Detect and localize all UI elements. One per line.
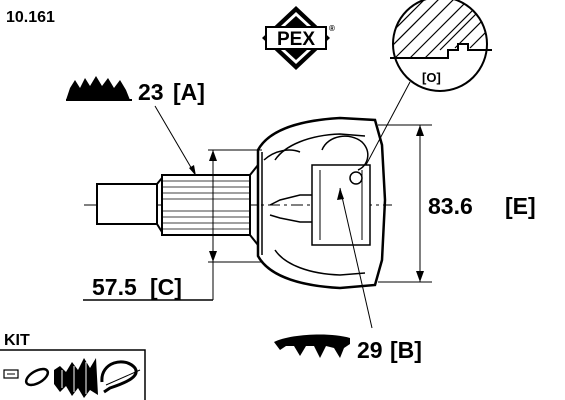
kit-box: KIT xyxy=(0,332,146,400)
dimension-b-value: 29 xyxy=(357,337,383,363)
clamp-icon xyxy=(3,369,19,379)
kit-label: KIT xyxy=(4,332,30,349)
dimension-c-line xyxy=(83,149,262,301)
dimension-c-value: 57.5 xyxy=(92,274,137,300)
dimension-c-letter: [C] xyxy=(150,274,182,300)
dimension-e-letter: [E] xyxy=(505,193,536,219)
outer-spline-teeth-icon xyxy=(66,76,132,101)
dimension-a-letter: [A] xyxy=(173,79,205,105)
ring-icon xyxy=(24,367,50,387)
boot-icon xyxy=(54,358,98,398)
stub-shaft xyxy=(96,162,259,248)
cv-housing xyxy=(256,116,387,290)
inner-spline-teeth-icon xyxy=(274,334,350,358)
dimension-e-value: 83.6 xyxy=(428,193,473,219)
pex-logo: PEX ® xyxy=(262,6,335,70)
detail-view-label: [O] xyxy=(422,70,441,85)
dimension-e-line xyxy=(378,124,432,283)
detail-view: [O] xyxy=(390,0,492,92)
part-number: 10.161 xyxy=(6,9,55,26)
band-clip-icon xyxy=(100,360,141,394)
pex-logo-text: PEX xyxy=(277,29,315,50)
dimension-a-value: 23 xyxy=(138,79,164,105)
registered-mark: ® xyxy=(329,24,335,33)
dimension-b-letter: [B] xyxy=(390,337,422,363)
